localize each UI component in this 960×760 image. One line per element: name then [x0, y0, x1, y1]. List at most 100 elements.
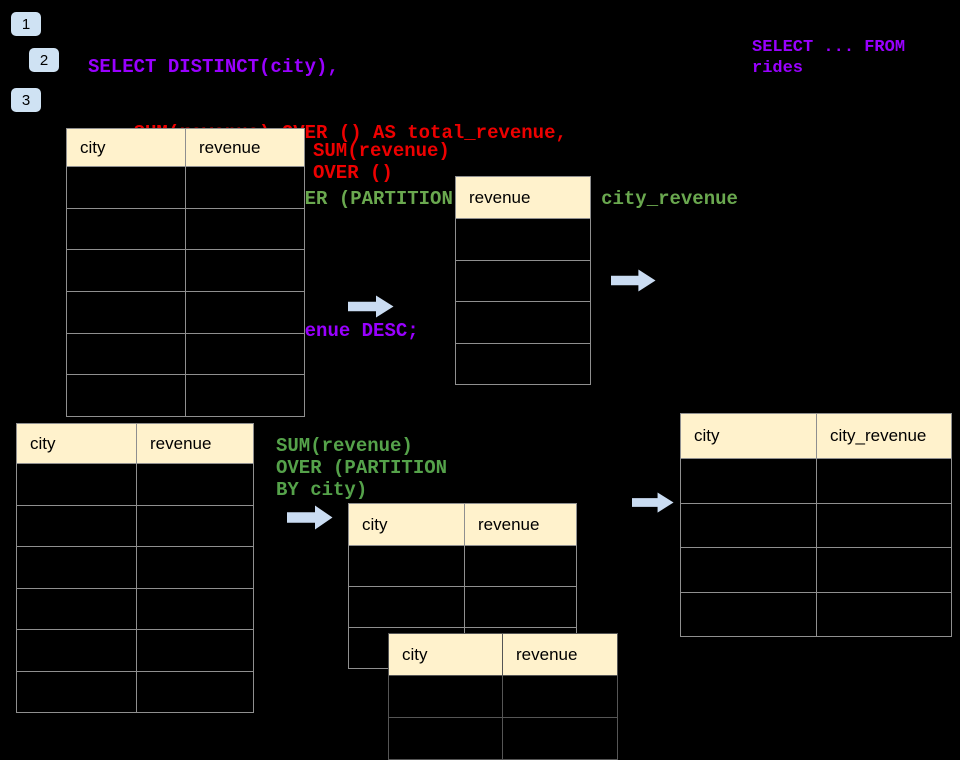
side-note-select-from-rides: SELECT ... FROM rides: [752, 38, 906, 78]
body-cell: [17, 464, 137, 505]
body-cell: [503, 676, 617, 717]
body-cell: [67, 292, 186, 333]
column-header-city: city: [681, 414, 817, 458]
table-total-revenue: revenue: [455, 176, 591, 385]
body-cell: [137, 589, 253, 630]
table-row: [456, 261, 590, 302]
table-row: [17, 547, 253, 589]
table-header-row: city city_revenue: [681, 414, 951, 459]
body-cell: [817, 504, 951, 548]
table-row: [389, 718, 617, 759]
arrow-right-icon: [632, 492, 674, 513]
body-cell: [186, 209, 304, 250]
label-sum-over-partition: SUM(revenue) OVER (PARTITION BY city): [276, 435, 448, 501]
body-cell: [67, 375, 186, 417]
column-header-city: city: [349, 504, 465, 545]
table-header-row: city revenue: [67, 129, 304, 167]
table-row: [681, 548, 951, 593]
body-cell: [186, 334, 304, 375]
table-row: [67, 333, 304, 376]
body-cell: [456, 261, 590, 302]
body-cell: [349, 587, 465, 627]
table-row: [456, 344, 590, 385]
body-cell: [17, 505, 137, 546]
column-header-revenue: revenue: [503, 634, 617, 675]
table-header-row: city revenue: [349, 504, 576, 546]
body-cell: [186, 250, 304, 291]
body-cell: [137, 464, 253, 505]
body-cell: [465, 546, 576, 586]
table-row: [17, 588, 253, 630]
table-header-row: revenue: [456, 177, 590, 219]
body-cell: [681, 459, 817, 503]
body-cell: [456, 219, 590, 260]
table-row: [67, 208, 304, 251]
table-rides-source: city revenue: [66, 128, 305, 417]
arrow-right-icon: [287, 505, 333, 530]
column-header-revenue: revenue: [137, 424, 253, 463]
body-cell: [465, 587, 576, 627]
column-header-city: city: [389, 634, 503, 675]
body-cell: [67, 208, 186, 250]
table-row: [67, 375, 304, 417]
body-cell: [17, 588, 137, 629]
body-cell: [186, 292, 304, 333]
table-row: [17, 630, 253, 672]
table-row: [17, 671, 253, 713]
body-cell: [817, 459, 951, 503]
table-row: [456, 302, 590, 344]
body-cell: [137, 672, 253, 713]
body-cell: [67, 167, 186, 208]
table-row: [17, 464, 253, 506]
column-header-city: city: [17, 424, 137, 463]
table-row: [389, 676, 617, 718]
body-cell: [17, 671, 137, 712]
step-badge-1: 1: [11, 12, 41, 36]
body-cell: [389, 718, 503, 759]
sql-code-line: SELECT DISTINCT(city),: [88, 56, 339, 78]
body-cell: [503, 718, 617, 759]
column-header-city-revenue: city_revenue: [817, 414, 951, 458]
table-row: [681, 503, 951, 548]
arrow-right-icon: [611, 269, 656, 292]
column-header-revenue: revenue: [186, 129, 304, 166]
body-cell: [817, 593, 951, 637]
body-cell: [817, 548, 951, 592]
table-row: [67, 167, 304, 209]
body-cell: [186, 375, 304, 416]
table-row: [17, 505, 253, 547]
table-row: [349, 587, 576, 628]
table-row: [681, 592, 951, 637]
column-header-revenue: revenue: [456, 177, 590, 218]
step-badge-2: 2: [29, 48, 59, 72]
body-cell: [681, 503, 817, 547]
table-partition-front: city revenue: [348, 503, 577, 669]
arrow-right-icon: [348, 295, 394, 318]
body-cell: [456, 302, 590, 343]
body-cell: [67, 250, 186, 292]
body-cell: [137, 630, 253, 671]
body-cell: [456, 344, 590, 385]
table-row: [67, 292, 304, 334]
body-cell: [349, 546, 465, 586]
body-cell: [67, 333, 186, 375]
body-cell: [186, 167, 304, 208]
table-row: [67, 250, 304, 293]
body-cell: [681, 548, 817, 592]
table-header-row: city revenue: [17, 424, 253, 464]
body-cell: [137, 506, 253, 547]
body-cell: [137, 547, 253, 588]
table-row: [681, 459, 951, 504]
table-rides-source-2: city revenue: [16, 423, 254, 713]
table-row: [456, 219, 590, 261]
table-header-row: city revenue: [389, 634, 617, 676]
slide-canvas: { "colors": { "background": "#000000", "…: [11, 12, 952, 760]
label-sum-over-empty: SUM(revenue) OVER (): [313, 140, 450, 184]
column-header-revenue: revenue: [465, 504, 576, 545]
table-city-revenue-result: city city_revenue: [680, 413, 952, 637]
body-cell: [17, 547, 137, 588]
table-partition-back: city revenue: [388, 633, 618, 760]
column-header-city: city: [67, 129, 186, 166]
body-cell: [681, 592, 817, 636]
body-cell: [389, 676, 503, 717]
